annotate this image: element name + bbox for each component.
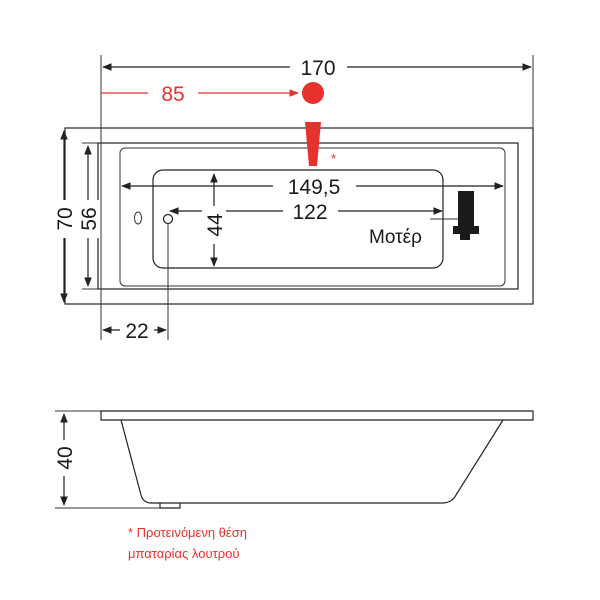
note-line-2: μπαταρίας λουτρού — [128, 546, 239, 561]
tub-side-rim — [100, 410, 534, 421]
faucet-icon — [302, 82, 324, 166]
motor-icon — [453, 191, 479, 240]
dim-70-label: 70 — [54, 207, 77, 230]
drain-icon — [162, 213, 174, 225]
dim-56-label: 56 — [78, 207, 101, 230]
tub-side-body — [120, 419, 504, 504]
overflow-icon — [134, 211, 142, 225]
motor-label: Μοτέρ — [369, 227, 422, 248]
faucet-position-note: * Προτεινόμενη θέση μπαταρίας λουτρού — [128, 525, 247, 561]
dim-170-label: 170 — [300, 57, 335, 80]
dim-44-label: 44 — [204, 213, 227, 237]
note-line-1: * Προτεινόμενη θέση — [128, 525, 247, 540]
dim-122-label: 122 — [292, 201, 327, 224]
top-view: Μοτέρ * 170 85 149,5 122 44 70 — [52, 55, 534, 343]
dim-149-label: 149,5 — [288, 176, 341, 199]
side-view: 40 — [52, 410, 534, 509]
dim-85-label: 85 — [161, 83, 184, 106]
tub-side-drain — [159, 503, 181, 509]
faucet-asterisk: * — [331, 151, 336, 166]
dim-22-label: 22 — [125, 320, 148, 343]
dim-40-label: 40 — [54, 446, 77, 469]
